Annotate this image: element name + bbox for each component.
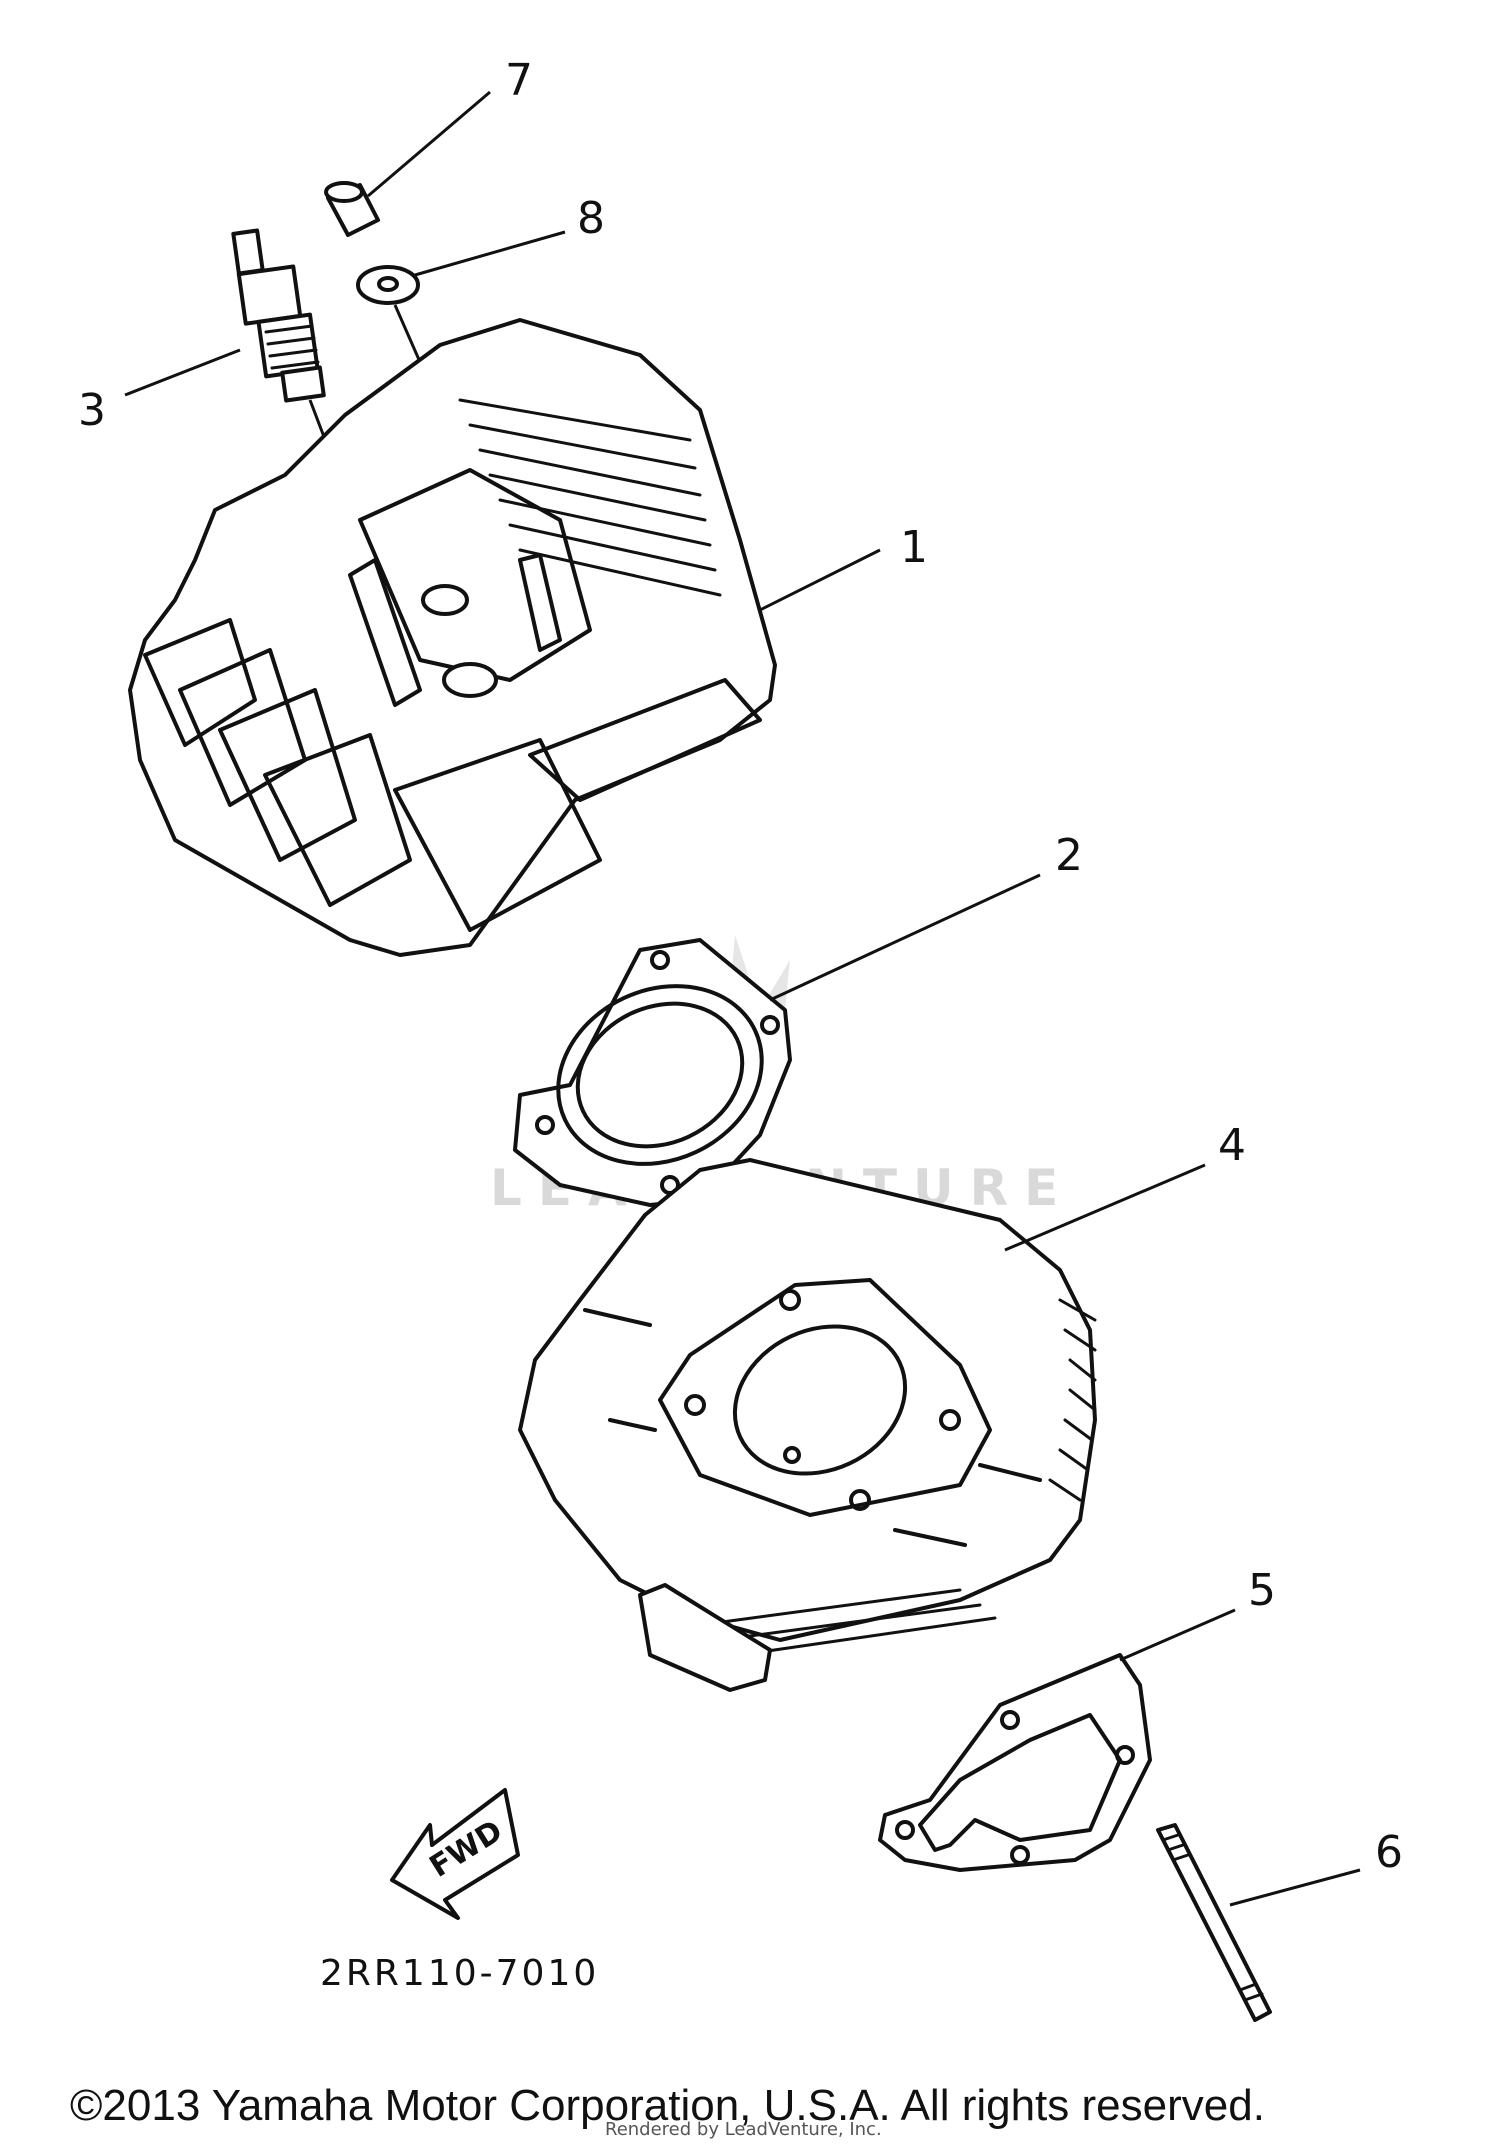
callout-leaders — [124, 90, 1361, 1907]
overlap-note: Rendered by LeadVenture, Inc. — [605, 2119, 882, 2140]
part-6-stud — [1156, 1823, 1272, 2022]
copyright-notice: ©2013 Yamaha Motor Corporation, U.S.A. A… — [70, 2081, 1265, 2130]
callout-2: 2 — [1055, 830, 1083, 881]
callout-4: 4 — [1218, 1120, 1246, 1171]
forward-arrow: FWD — [390, 1788, 520, 1920]
part-1-cylinder-head — [128, 318, 777, 957]
part-4-cylinder — [518, 1158, 1097, 1692]
callout-3: 3 — [78, 385, 106, 436]
callout-1: 1 — [900, 522, 928, 573]
part-8-washer — [356, 265, 420, 305]
callout-numbers: 1 2 3 4 5 6 7 8 — [78, 55, 1403, 1878]
part-3-spark-plug — [231, 228, 326, 403]
part-2-head-gasket — [513, 938, 792, 1207]
callout-5: 5 — [1248, 1565, 1276, 1616]
part-5-base-gasket — [878, 1653, 1152, 1872]
part-7-cap — [324, 181, 380, 237]
callout-6: 6 — [1375, 1827, 1403, 1878]
callout-7: 7 — [505, 55, 533, 106]
callout-8: 8 — [577, 193, 605, 244]
diagram-part-number: 2RR110-7010 — [320, 1953, 599, 1994]
